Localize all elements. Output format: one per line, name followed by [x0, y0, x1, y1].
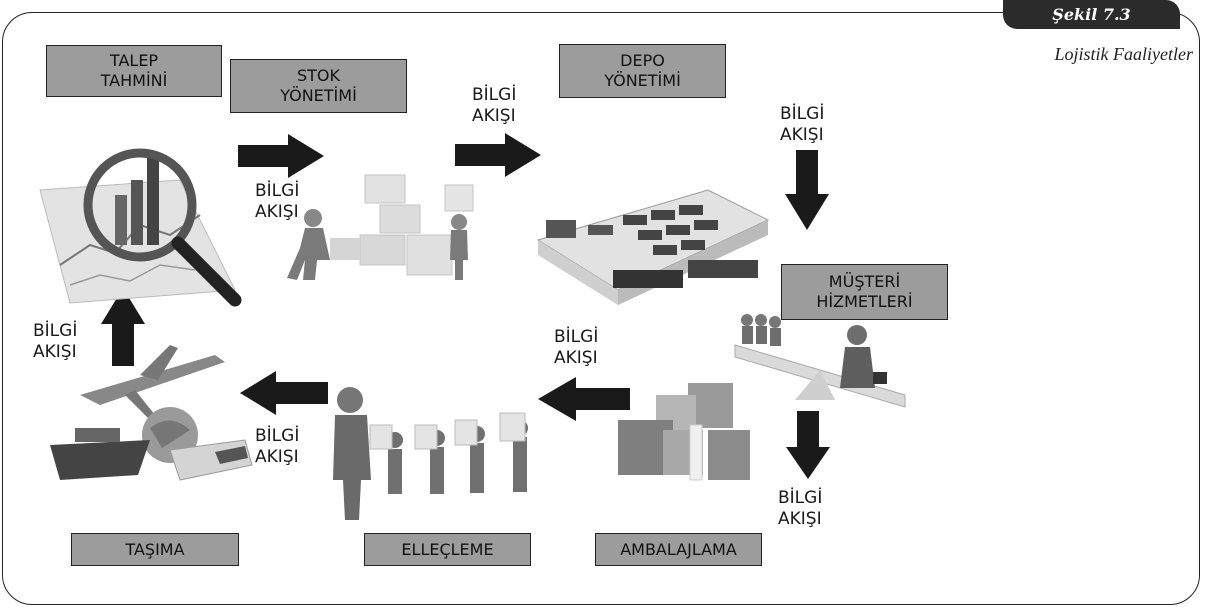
flow-label-depo: BİLGİ AKIŞI: [472, 85, 517, 126]
figure-number-tab: Şekil 7.3: [1003, 0, 1180, 29]
handling-workers-illustration: [333, 387, 528, 520]
customer-service-scale-illustration: [734, 314, 906, 408]
label-musteri-hizmetleri: MÜŞTERİ HİZMETLERİ: [781, 264, 948, 320]
forecast-chart-magnifier-illustration: [39, 148, 242, 307]
arrow-left-icon: [240, 371, 328, 415]
label-stok-yonetimi: STOK YÖNETİMİ: [230, 59, 407, 113]
label-tasima: TAŞIMA: [71, 533, 239, 566]
label-ambalajlama: AMBALAJLAMA: [595, 533, 762, 566]
arrow-up-icon: [101, 288, 145, 366]
arrow-left-icon: [538, 377, 630, 421]
warehouse-illustration: [536, 189, 770, 305]
figure-frame: [2, 12, 1200, 605]
flow-label-tasima: BİLGİ AKIŞI: [255, 426, 300, 467]
flow-label-musteri: BİLGİ AKIŞI: [780, 104, 825, 145]
arrow-right-icon: [455, 133, 541, 177]
flow-label-talep: BİLGİ AKIŞI: [33, 321, 78, 362]
flow-label-stok: BİLGİ AKIŞI: [255, 181, 300, 222]
arrow-down-icon: [786, 411, 830, 479]
flow-label-ellecleme: BİLGİ AKIŞI: [554, 327, 599, 368]
arrow-down-icon: [785, 150, 829, 230]
packaging-boxes-illustration: [618, 383, 750, 481]
transport-plane-ship-train-illustration: [50, 345, 253, 481]
arrow-right-icon: [238, 134, 324, 178]
label-ellecleme: ELLEÇLEME: [364, 533, 531, 566]
stock-boxes-illustration: [287, 174, 474, 280]
flow-label-ambalaj: BİLGİ AKIŞI: [778, 488, 823, 529]
label-depo-yonetimi: DEPO YÖNETİMİ: [559, 44, 726, 98]
figure-title: Lojistik Faaliyetler: [1054, 44, 1193, 64]
label-talep-tahmini: TALEP TAHMİNİ: [46, 45, 222, 97]
